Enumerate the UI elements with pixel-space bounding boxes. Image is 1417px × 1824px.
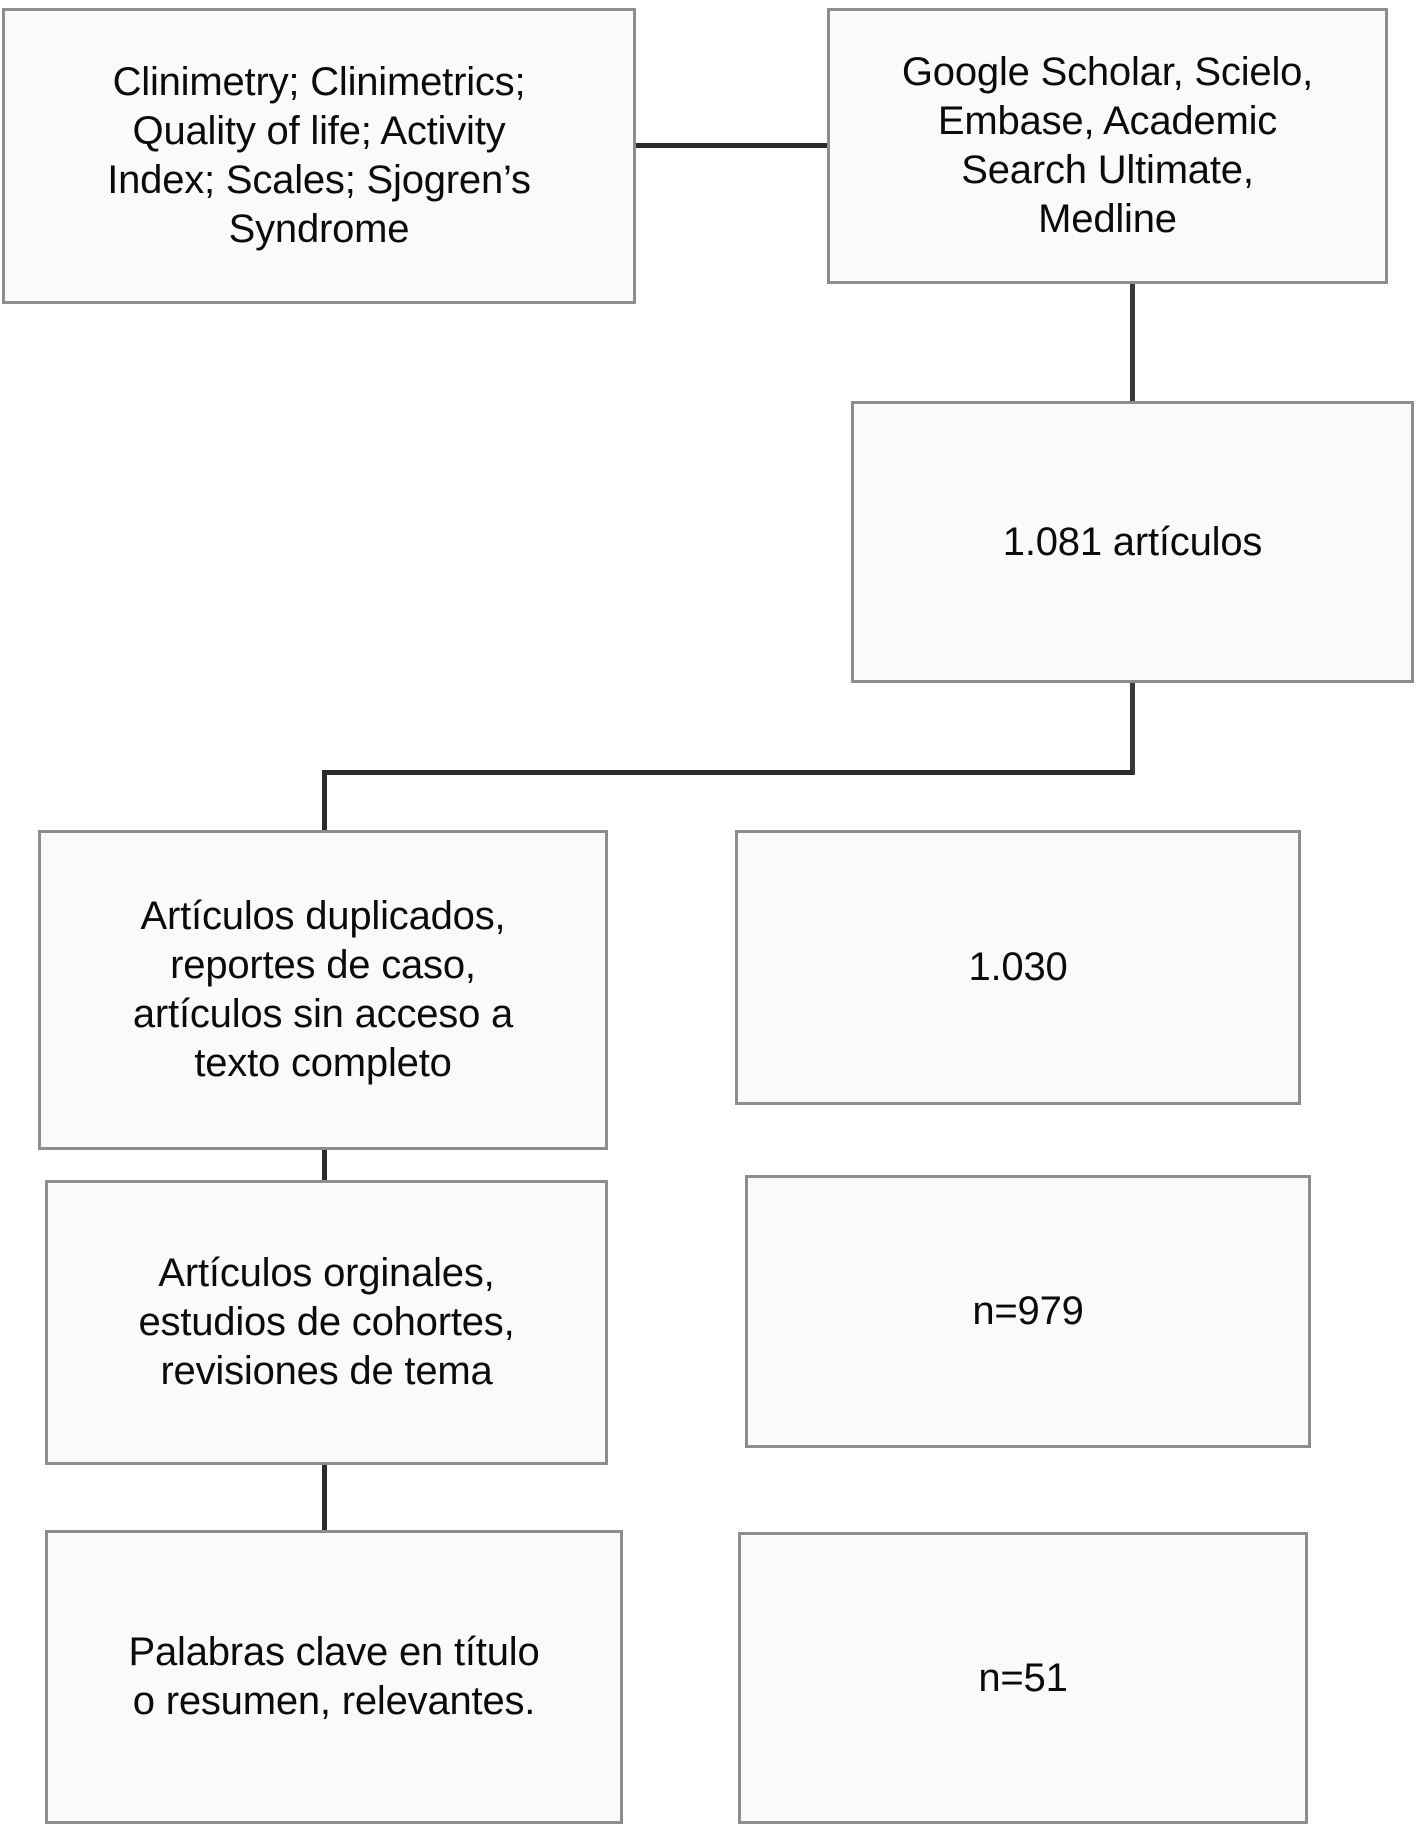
node-excluded-count-label: 1.030 [968, 945, 1068, 990]
node-final-count[interactable]: n=51 [738, 1532, 1308, 1824]
node-keywords-label: Clinimetry; Clinimetrics; Quality of lif… [107, 60, 531, 251]
node-keyword-relevance-label: Palabras clave en título o resumen, rele… [128, 1630, 540, 1723]
connector-keywords-to-databases [630, 143, 830, 148]
node-included-types-label: Artículos orginales, estudios de cohorte… [138, 1251, 515, 1393]
connector-total-down [1130, 680, 1135, 775]
node-final-count-label: n=51 [978, 1655, 1068, 1700]
node-keyword-relevance[interactable]: Palabras clave en título o resumen, rele… [45, 1530, 623, 1824]
node-included-count[interactable]: n=979 [745, 1175, 1311, 1448]
connector-included-to-relevance [322, 1465, 327, 1531]
connector-databases-to-total [1130, 280, 1135, 405]
node-total-articles-label: 1.081 artículos [1002, 519, 1263, 564]
node-excluded-criteria[interactable]: Artículos duplicados, reportes de caso, … [38, 830, 608, 1150]
node-keywords[interactable]: Clinimetry; Clinimetrics; Quality of lif… [2, 8, 636, 304]
node-total-articles[interactable]: 1.081 artículos [851, 401, 1414, 683]
node-excluded-criteria-label: Artículos duplicados, reportes de caso, … [132, 894, 514, 1085]
node-databases-label: Google Scholar, Scielo, Embase, Academic… [901, 50, 1314, 241]
node-included-types[interactable]: Artículos orginales, estudios de cohorte… [45, 1180, 608, 1465]
node-included-count-label: n=979 [972, 1289, 1084, 1334]
node-excluded-count[interactable]: 1.030 [735, 830, 1301, 1105]
connector-total-left [322, 770, 1133, 775]
node-databases[interactable]: Google Scholar, Scielo, Embase, Academic… [827, 8, 1388, 284]
connector-into-excluded [322, 770, 327, 832]
